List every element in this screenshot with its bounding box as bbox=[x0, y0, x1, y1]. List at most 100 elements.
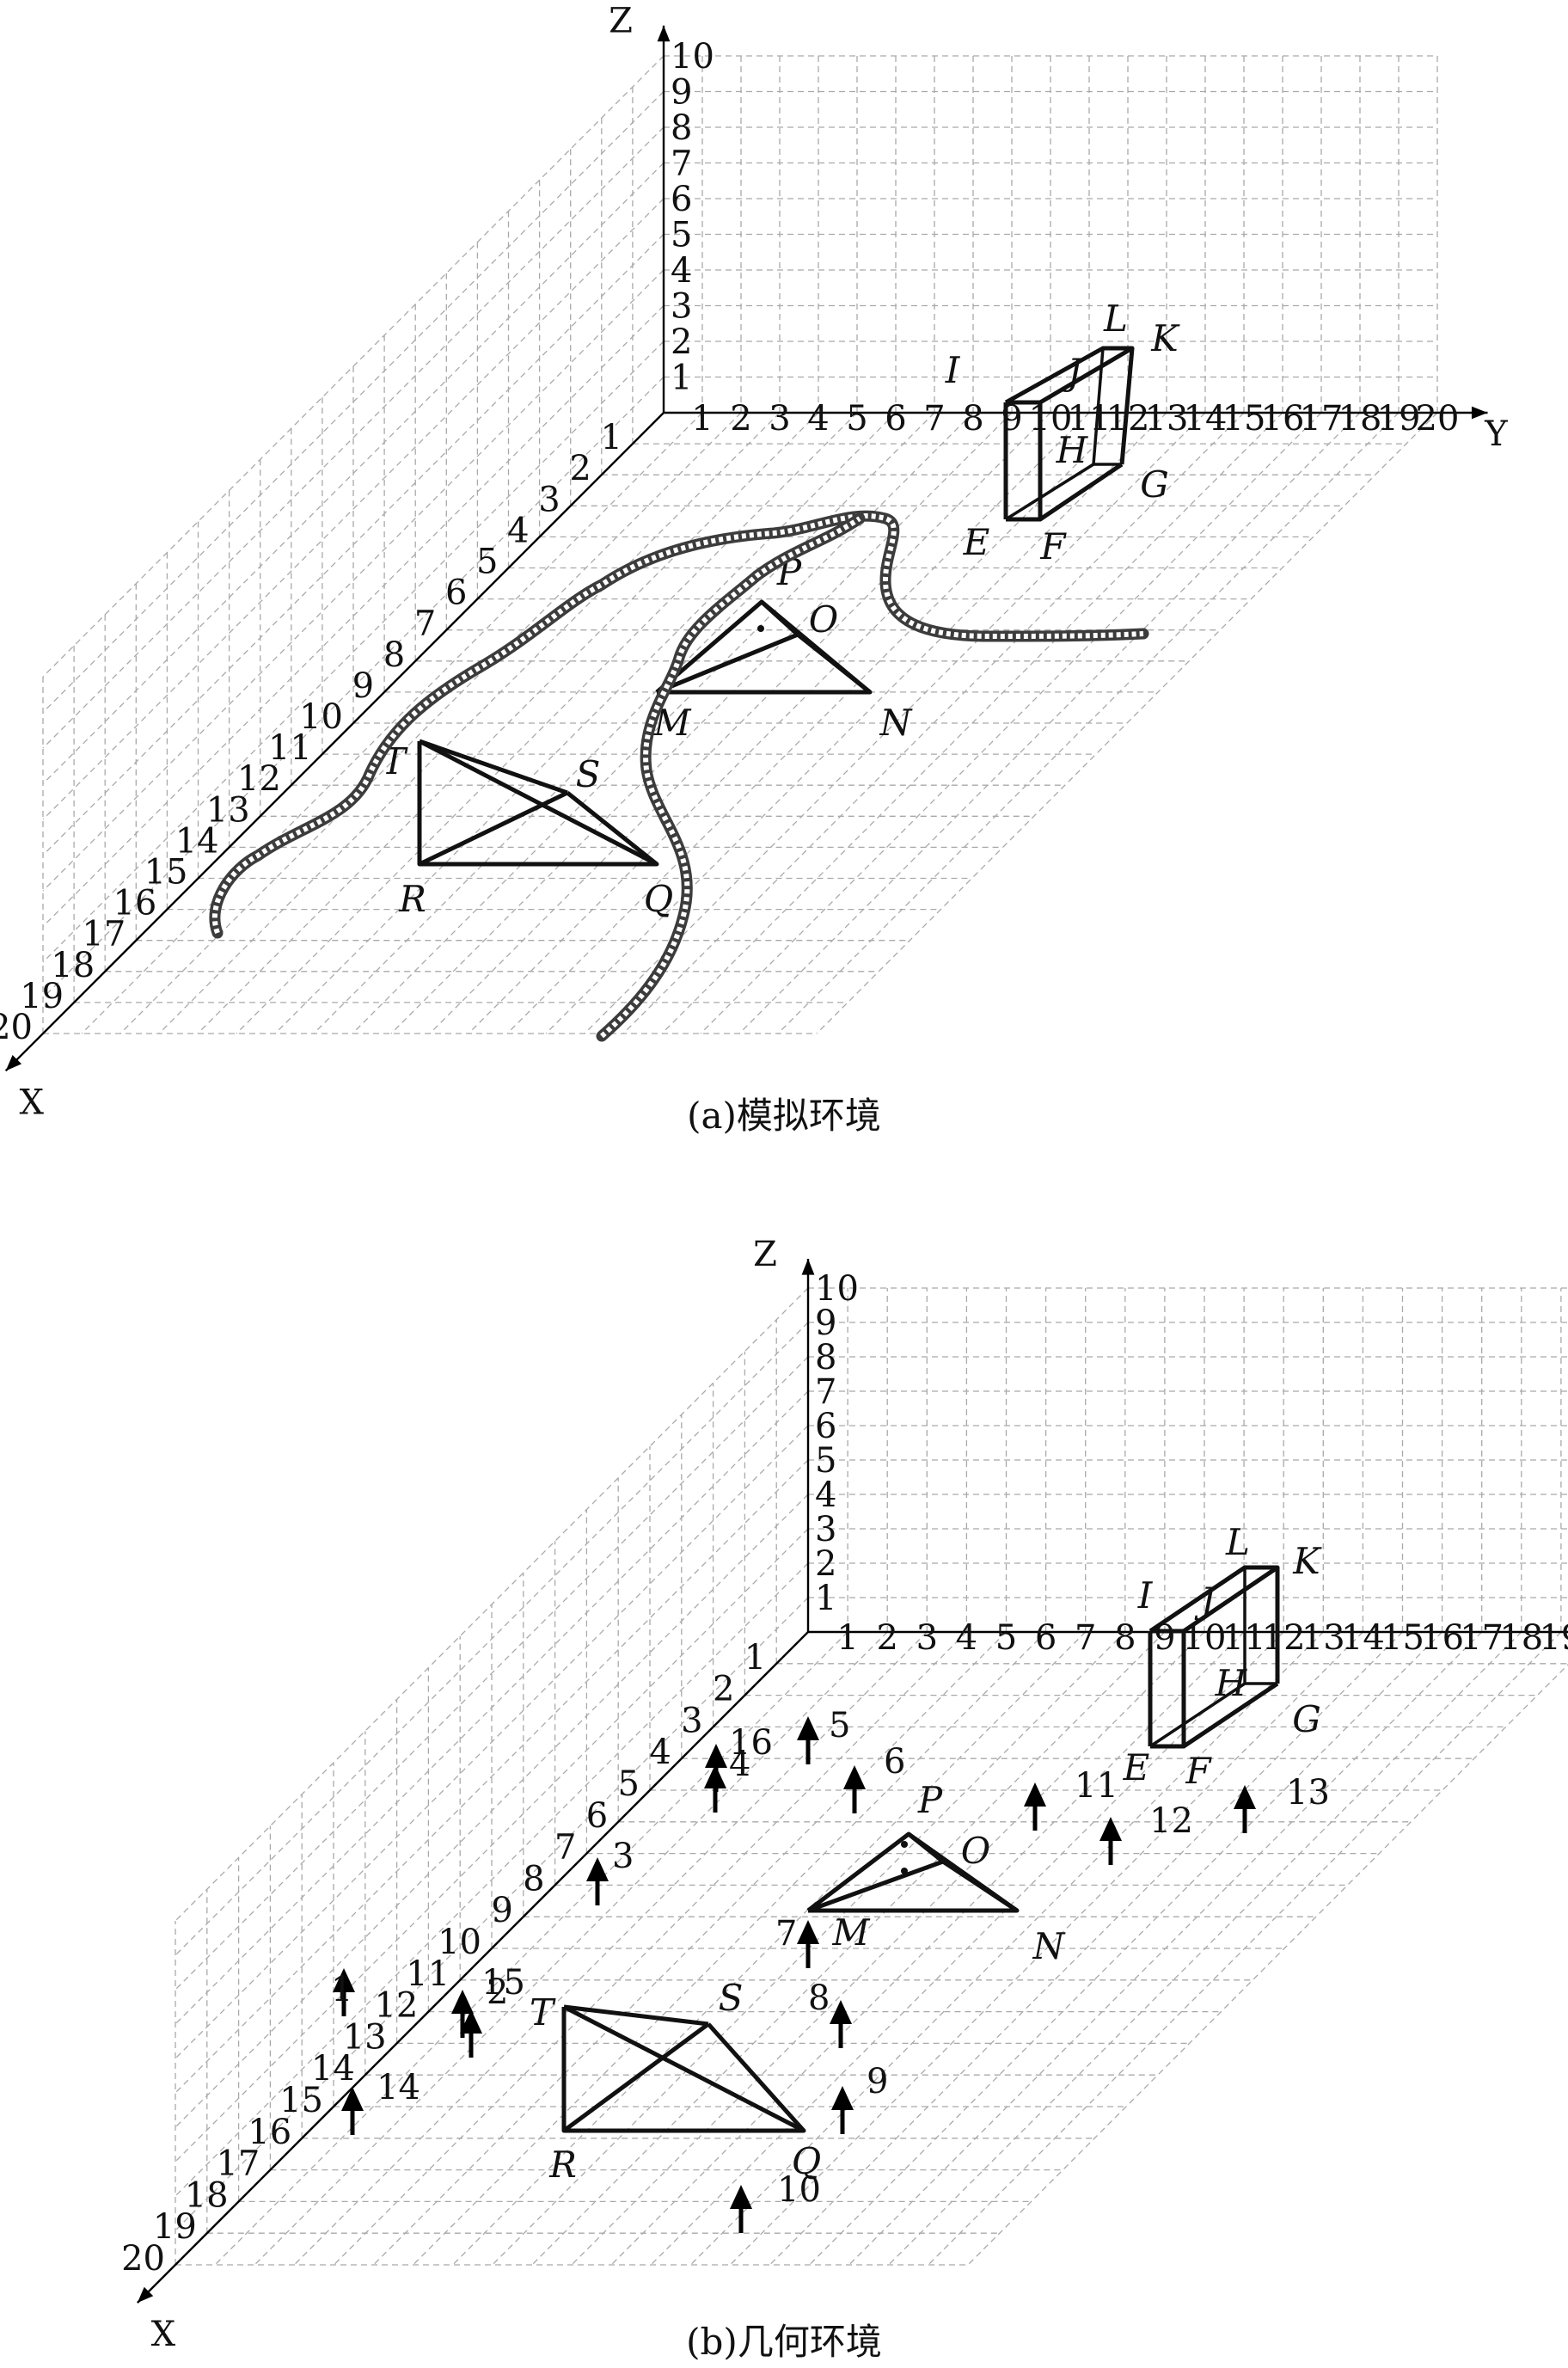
point-label-n: N bbox=[879, 702, 913, 744]
floor-grid-line bbox=[661, 412, 1283, 1034]
side-wall-grid-line bbox=[175, 1562, 809, 2197]
floor-grid-line bbox=[622, 412, 1245, 1034]
z-tick-label: 8 bbox=[815, 1338, 836, 1377]
box-edge-eh bbox=[1005, 463, 1094, 521]
z-axis-label: Z bbox=[753, 1235, 777, 1274]
x-tick-label: 4 bbox=[649, 1733, 671, 1772]
x-tick-label: 16 bbox=[248, 2113, 291, 2152]
box-bottom-edge bbox=[1006, 462, 1124, 522]
y-tick-label: 5 bbox=[995, 1618, 1017, 1658]
y-tick-label: 4 bbox=[807, 399, 829, 439]
marker-arrow-icon bbox=[843, 1765, 866, 1789]
x-axis-label: X bbox=[151, 2315, 176, 2354]
prism-qrt-face bbox=[561, 2004, 806, 2133]
y-tick-label: 13 bbox=[1145, 399, 1189, 439]
z-tick-label: 4 bbox=[671, 251, 692, 291]
floor-grid-line bbox=[81, 412, 703, 1034]
marker-arrow-icon bbox=[1099, 1817, 1122, 1841]
x-tick-label: 19 bbox=[153, 2207, 197, 2247]
floor-grid-line bbox=[429, 412, 1051, 1034]
marker-arrow-icon bbox=[830, 2000, 852, 2024]
road-path bbox=[596, 512, 866, 1042]
marker-arrow-icon bbox=[460, 2009, 482, 2034]
floor-grid-line bbox=[452, 1631, 1087, 2266]
y-tick-label: 14 bbox=[1341, 1618, 1385, 1658]
y-tick-label: 8 bbox=[962, 399, 983, 439]
side-wall-grid-line bbox=[42, 55, 665, 678]
marker-arrow-icon bbox=[704, 1764, 726, 1788]
x-tick-label: 14 bbox=[311, 2049, 355, 2089]
marker-label: 9 bbox=[867, 2062, 888, 2101]
prism-edge-rs bbox=[418, 790, 569, 867]
marker-label: 6 bbox=[884, 1742, 905, 1782]
marker-label: 5 bbox=[829, 1706, 850, 1745]
y-tick-label: 18 bbox=[1499, 1618, 1543, 1658]
x-tick-label: 11 bbox=[406, 1954, 450, 1994]
x-tick-label: 3 bbox=[538, 480, 560, 519]
y-tick-label: 16 bbox=[1420, 1618, 1464, 1658]
x-tick-label: 7 bbox=[554, 1828, 576, 1868]
panel-b-caption: (b)几何环境 bbox=[686, 2321, 882, 2363]
floor-grid-line bbox=[545, 412, 1167, 1034]
y-axis-arrowhead bbox=[1471, 406, 1488, 420]
pyramid-center-dot bbox=[901, 1868, 908, 1874]
point-label-s: S bbox=[576, 753, 601, 795]
marker-label: 1 bbox=[331, 1970, 352, 2009]
side-wall-grid-line bbox=[175, 1459, 809, 2094]
point-label-p: P bbox=[917, 1779, 943, 1821]
x-tick-label: 15 bbox=[144, 853, 188, 893]
x-axis bbox=[4, 412, 665, 1072]
point-label-q: Q bbox=[792, 2140, 821, 2182]
point-label-f: F bbox=[1039, 525, 1067, 567]
x-tick-label: 2 bbox=[569, 449, 591, 488]
floor-grid-line bbox=[254, 1631, 888, 2266]
x-tick-label: 14 bbox=[175, 821, 219, 861]
y-tick-label: 2 bbox=[876, 1618, 897, 1658]
floor-grid-line bbox=[700, 412, 1322, 1034]
x-tick-label: 20 bbox=[121, 2239, 165, 2279]
box-edge-eh bbox=[1149, 1682, 1246, 1748]
point-label-s: S bbox=[719, 1977, 744, 2019]
y-tick-label: 14 bbox=[1184, 399, 1228, 439]
z-tick-label: 5 bbox=[815, 1441, 836, 1481]
z-tick-label: 5 bbox=[671, 216, 692, 255]
x-tick-label: 12 bbox=[374, 1986, 418, 2026]
x-tick-label: 10 bbox=[438, 1923, 481, 1962]
side-wall-grid-line bbox=[42, 340, 665, 963]
y-tick-label: 7 bbox=[923, 399, 945, 439]
point-label-m: M bbox=[831, 1911, 870, 1954]
side-wall-grid-line bbox=[42, 377, 665, 998]
y-tick-label: 5 bbox=[846, 399, 867, 439]
floor-grid-line bbox=[777, 412, 1400, 1034]
floor-grid-line bbox=[848, 1631, 1483, 2266]
point-label-o: O bbox=[961, 1830, 990, 1872]
point-label-h: H bbox=[1056, 429, 1089, 471]
point-label-o: O bbox=[809, 598, 838, 641]
x-tick-label: 16 bbox=[113, 884, 156, 923]
side-wall-grid-line bbox=[42, 198, 665, 820]
y-tick-label: 12 bbox=[1262, 1618, 1306, 1658]
z-tick-label: 2 bbox=[671, 322, 692, 362]
side-wall-grid-line bbox=[42, 163, 665, 784]
floor-grid-line bbox=[816, 412, 1438, 1034]
x-tick-label: 13 bbox=[206, 790, 250, 830]
y-tick-label: 1 bbox=[836, 1618, 858, 1658]
z-axis-arrowhead bbox=[801, 1259, 815, 1275]
side-wall-grid-line bbox=[175, 1425, 809, 2059]
marker-arrow-icon bbox=[1024, 1782, 1046, 1807]
z-tick-label: 1 bbox=[815, 1579, 836, 1618]
x-tick-label: 9 bbox=[352, 666, 374, 706]
y-tick-label: 13 bbox=[1302, 1618, 1345, 1658]
prism-edge-ts bbox=[419, 739, 568, 795]
y-tick-label: 11 bbox=[1068, 399, 1112, 439]
z-tick-label: 6 bbox=[815, 1407, 836, 1446]
marker-label: 15 bbox=[481, 1963, 525, 2003]
floor-grid-line bbox=[584, 412, 1206, 1034]
pyramid-edge-op bbox=[907, 1832, 945, 1863]
x-tick-label: 10 bbox=[299, 697, 343, 737]
marker-arrow-icon bbox=[333, 1968, 355, 1992]
x-tick-label: 6 bbox=[445, 574, 467, 613]
x-tick-label: 1 bbox=[600, 418, 622, 457]
marker-label: 4 bbox=[729, 1745, 750, 1784]
floor-grid-line bbox=[809, 1631, 1443, 2266]
